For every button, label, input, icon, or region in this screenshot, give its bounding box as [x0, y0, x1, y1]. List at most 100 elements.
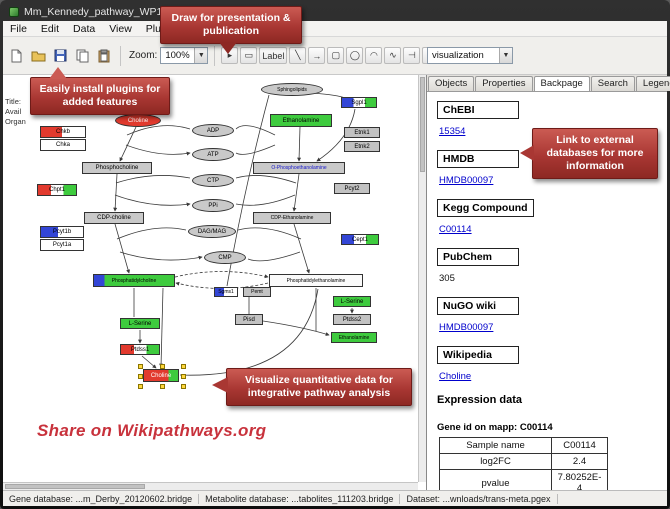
pathway-node-cmp[interactable]: CMP	[204, 251, 246, 264]
chevron-down-icon[interactable]: ▼	[499, 48, 512, 63]
chevron-down-icon[interactable]: ▼	[194, 48, 208, 63]
pathway-node-sphingolipids[interactable]: Sphingolipids	[261, 83, 323, 96]
pathway-node-ptdss1[interactable]: Ptdss1	[120, 344, 160, 355]
pathway-node-phosphocholine[interactable]: Phosphocholine	[82, 162, 152, 174]
pathway-node-pcyt1b[interactable]: Pcyt1b	[40, 226, 84, 238]
pathway-node-o-phosphoethanolamine[interactable]: O-Phosphoethanolamine	[253, 162, 345, 174]
pathway-node-sgms1[interactable]: Sgms1	[214, 287, 238, 297]
toolbar-separator	[214, 45, 216, 66]
pathway-node-ctp[interactable]: CTP	[192, 174, 234, 187]
menu-edit[interactable]: Edit	[40, 22, 60, 35]
tab-properties[interactable]: Properties	[475, 76, 533, 91]
pathway-node-l-serine[interactable]: L-Serine	[120, 318, 160, 329]
pathway-node-cept1[interactable]: Cept1	[341, 234, 379, 245]
pathway-node-etnk2[interactable]: Etnk2	[344, 141, 380, 152]
backpage-link-chebi[interactable]: 15354	[439, 126, 466, 137]
backpage-link-kegg-compound[interactable]: C00114	[439, 224, 472, 235]
pathway-node-ethanolamine[interactable]: Ethanolamine	[270, 114, 332, 127]
line-tool[interactable]: ╲	[289, 47, 307, 64]
tab-legend[interactable]: Legend	[635, 76, 670, 91]
zoom-value: 100%	[165, 50, 190, 61]
gene-id-line: Gene id on mapp: C00114	[437, 422, 553, 433]
pathway-node-dag-mag[interactable]: DAG/MAG	[188, 225, 236, 238]
tbar-tool[interactable]: ⊣	[403, 47, 421, 64]
curve-tool[interactable]: ∿	[384, 47, 402, 64]
pathway-node-l-serine[interactable]: L-Serine	[333, 296, 371, 307]
pathway-node-adp[interactable]: ADP	[192, 124, 234, 137]
app-icon	[9, 7, 19, 17]
selection-handle[interactable]	[181, 374, 186, 379]
backpage-link-nugo-wiki[interactable]: HMDB00097	[439, 322, 494, 333]
statusbar-segment: Metabolite database: ...tabolites_111203…	[199, 493, 401, 504]
pathway-node-chka[interactable]: Chka	[40, 139, 86, 151]
arc-tool[interactable]: ◠	[365, 47, 383, 64]
horizontal-scrollbar[interactable]	[3, 482, 418, 490]
tab-backpage[interactable]: Backpage	[533, 76, 590, 91]
selection-handle[interactable]	[138, 374, 143, 379]
pathway-info-line: Title:	[5, 97, 21, 106]
callout-plugins: Easily install plugins for added feature…	[30, 67, 170, 115]
selection-handle[interactable]	[138, 364, 143, 369]
datanode-tool[interactable]: ▭	[240, 47, 258, 64]
tab-search[interactable]: Search	[590, 76, 635, 91]
copy-button[interactable]	[73, 46, 92, 65]
titlebar[interactable]: Mm_Kennedy_pathway_WP1771_45176.gpml	[3, 3, 667, 21]
pathway-node-chpt1[interactable]: Chpt1	[37, 184, 77, 196]
scrollbar-thumb[interactable]	[420, 77, 425, 172]
selection-handle[interactable]	[181, 384, 186, 389]
backpage-section-chebi: ChEBI	[437, 101, 519, 119]
selection-handle[interactable]	[159, 384, 165, 389]
pathway-node-etnk1[interactable]: Etnk1	[344, 127, 380, 138]
backpage-section-kegg-compound: Kegg Compound	[437, 199, 534, 217]
pathway-node-ppi[interactable]: PPi	[192, 199, 234, 212]
statusbar: Gene database: ...m_Derby_20120602.bridg…	[3, 490, 667, 506]
rectangle-tool[interactable]: ▢	[327, 47, 345, 64]
pathway-node-pcyt1a[interactable]: Pcyt1a	[40, 239, 84, 251]
pathway-node-cdp-choline[interactable]: CDP-choline	[84, 212, 144, 224]
label-tool[interactable]: Label	[259, 47, 288, 64]
backpage-section-pubchem: PubChem	[437, 248, 519, 266]
selection-handle[interactable]	[159, 364, 165, 369]
menu-file[interactable]: File	[10, 22, 27, 35]
pathway-node-ptdss2[interactable]: Ptdss2	[333, 314, 371, 325]
new-button[interactable]	[7, 46, 26, 65]
pathway-node-pemt[interactable]: Pemt	[243, 287, 271, 297]
callout-visualize: Visualize quantitative data for integrat…	[212, 368, 412, 406]
menu-data[interactable]: Data	[73, 22, 96, 35]
drawing-tools: ▸▭Label╲→▢◯◠∿⊣▾	[221, 47, 440, 64]
pathway-node-atp[interactable]: ATP	[192, 148, 234, 161]
pathway-node-choline[interactable]: Choline	[115, 114, 161, 127]
backpage-link-wikipedia[interactable]: Choline	[439, 371, 472, 382]
vertical-scrollbar[interactable]	[418, 75, 426, 482]
tab-objects[interactable]: Objects	[428, 76, 475, 91]
pathway-node-sgpl1[interactable]: Sgpl1	[341, 97, 377, 108]
backpage-link-hmdb[interactable]: HMDB00097	[439, 175, 494, 186]
scrollbar-thumb[interactable]	[5, 484, 145, 489]
save-button[interactable]	[51, 46, 70, 65]
pathway-node-phosphatidylethanolamine[interactable]: Phosphatidylethanolamine	[269, 274, 363, 287]
paste-button[interactable]	[95, 46, 114, 65]
pathway-node-cdp-ethanolamine[interactable]: CDP-Ethanolamine	[253, 212, 331, 224]
pathway-node-phosphatidylcholine[interactable]: Phosphatidylcholine	[93, 274, 175, 287]
pathway-node-choline[interactable]: Choline	[138, 364, 186, 389]
oval-tool[interactable]: ◯	[346, 47, 364, 64]
visualization-combo[interactable]: visualization ▼	[427, 47, 513, 64]
menu-view[interactable]: View	[109, 22, 132, 35]
selection-handle[interactable]	[181, 364, 186, 369]
arrow-tool[interactable]: →	[308, 47, 326, 64]
pathway-node-chkb[interactable]: Chkb	[40, 126, 86, 138]
pathway-info-line: Organ	[5, 117, 26, 126]
statusbar-segment: Dataset: ...wnloads/trans-meta.pgex	[400, 493, 558, 504]
share-text: Share on Wikipathways.org	[37, 421, 267, 440]
pathway-node-pisd[interactable]: Pisd	[235, 314, 263, 325]
pathway-node-ethanolamine[interactable]: Ethanolamine	[331, 332, 377, 343]
pathway-node-pcyt2[interactable]: Pcyt2	[334, 183, 370, 194]
open-button[interactable]	[29, 46, 48, 65]
callout-link-databases: Link to external databases for more info…	[520, 128, 658, 179]
zoom-combo[interactable]: 100% ▼	[160, 47, 209, 64]
selection-handle[interactable]	[138, 384, 143, 389]
